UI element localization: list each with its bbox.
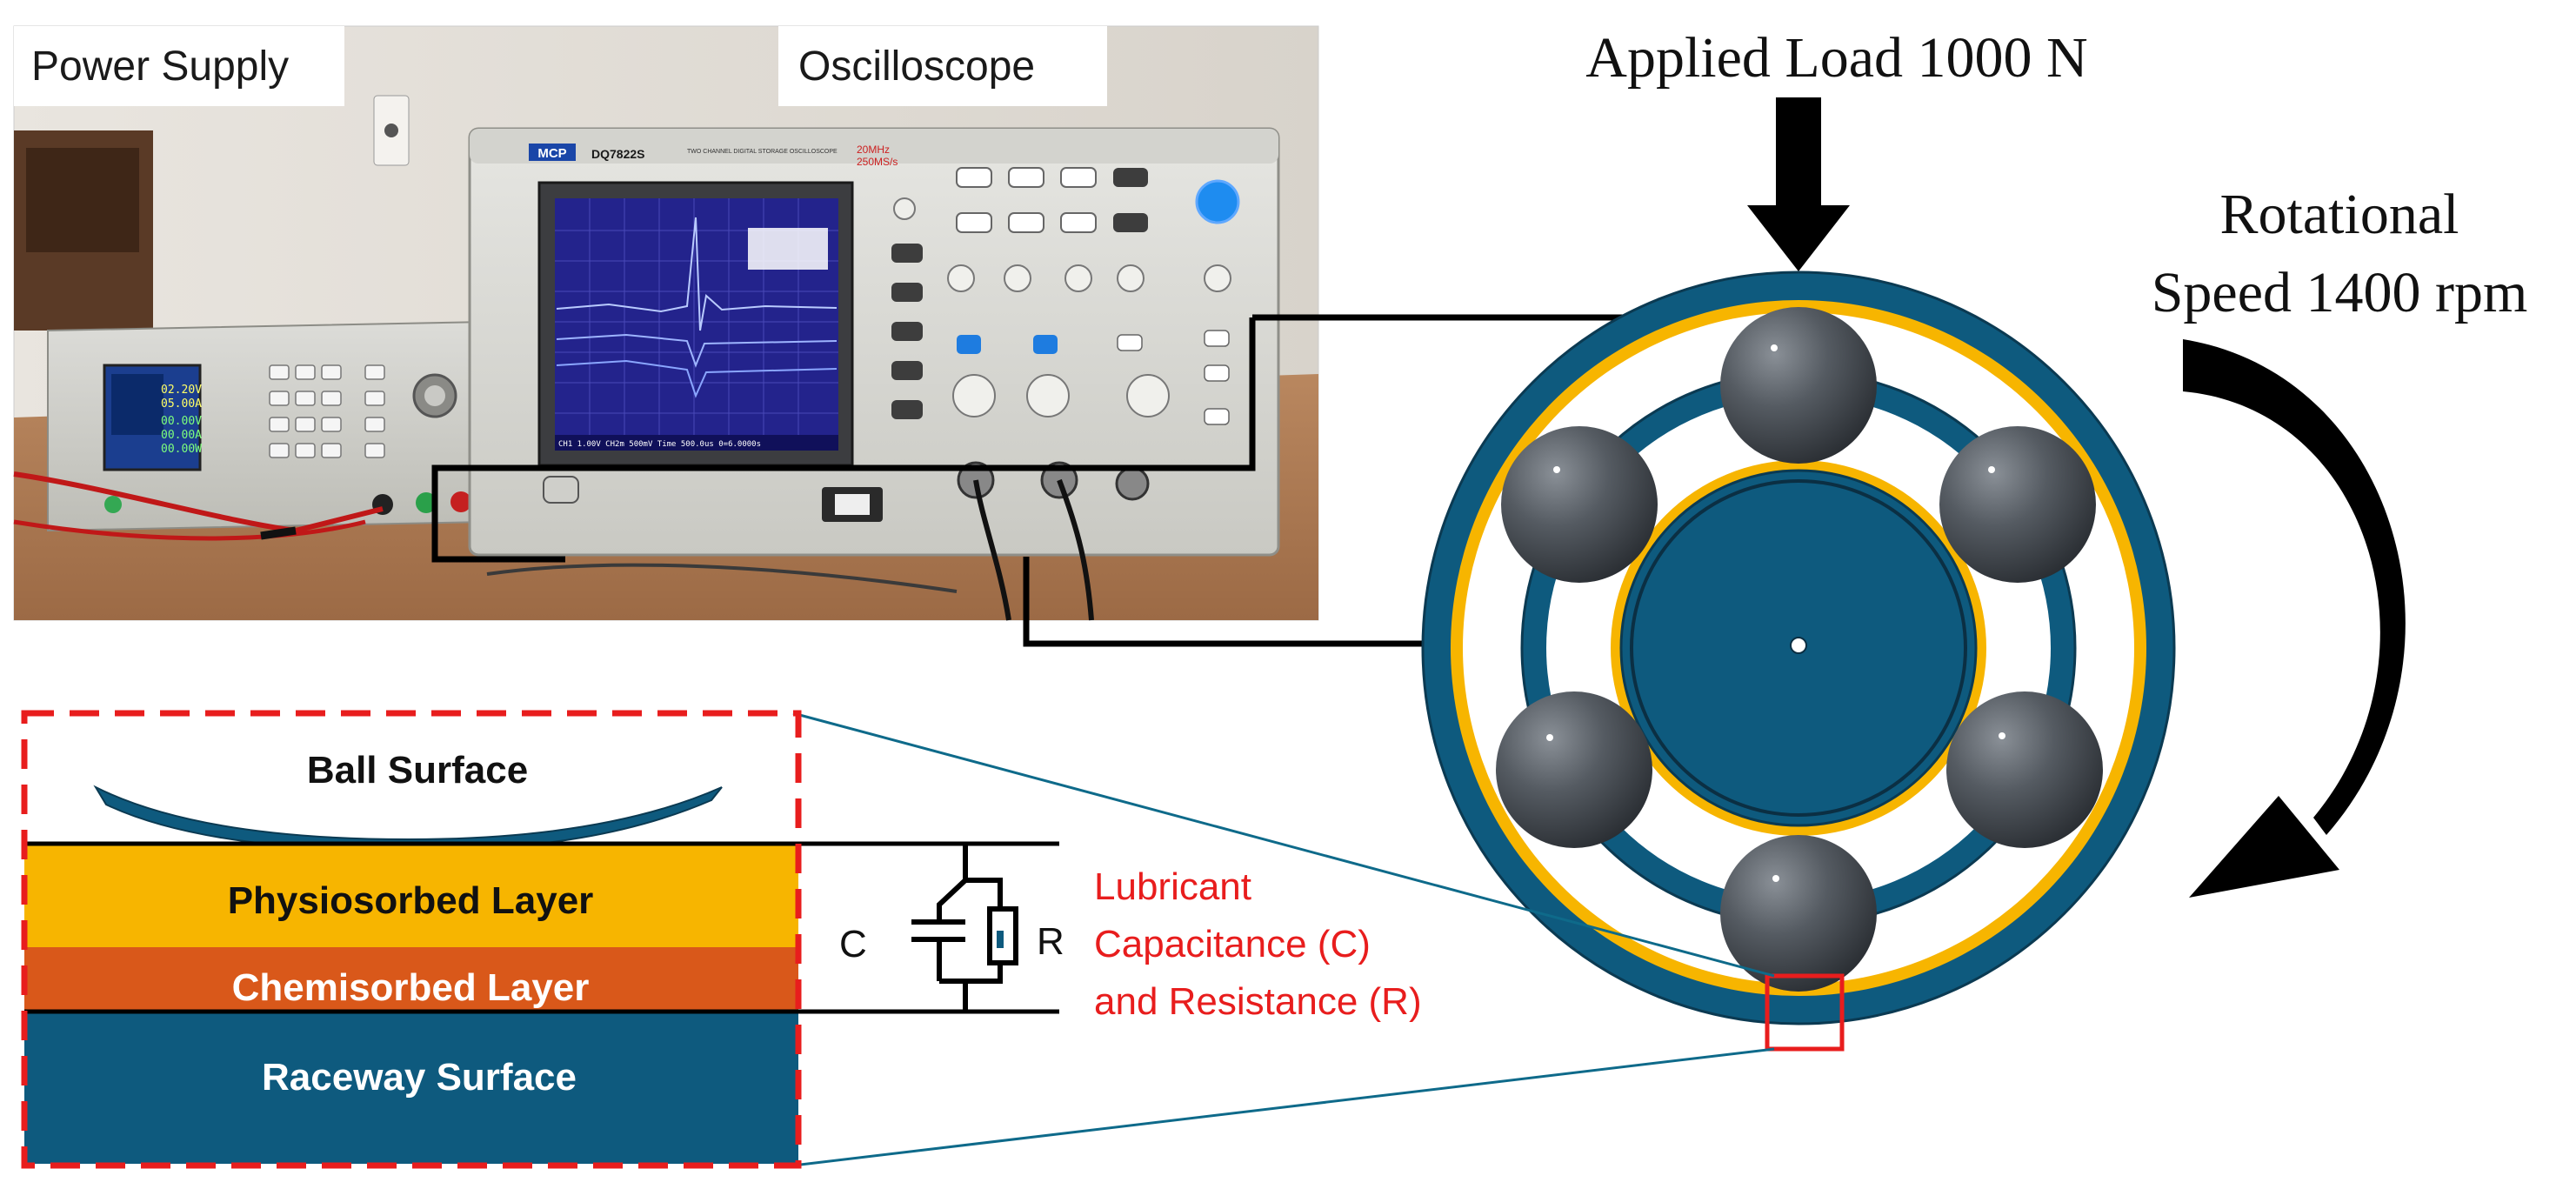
probe-cable-2 xyxy=(1057,478,1094,621)
rotational-label-line2: Speed 1400 rpm xyxy=(2152,261,2528,324)
scope-brand: MCP xyxy=(537,146,566,161)
oscilloscope-unit: MCP DQ7822S TWO CHANNEL DIGITAL STORAGE … xyxy=(468,127,1280,557)
rotation-arrow-head xyxy=(2189,796,2339,898)
lab-photo: 02.20V 05.00A 00.00V 00.00A 00.00W xyxy=(13,25,1319,621)
contact-highlight-box xyxy=(1765,973,1845,1052)
shaft-center xyxy=(1790,637,1807,654)
equivalent-circuit xyxy=(911,844,1018,1012)
scope-model: DQ7822S xyxy=(591,147,644,161)
ball-top xyxy=(1720,307,1877,464)
scope-knobs xyxy=(947,264,1231,417)
wire-inner-ring xyxy=(1023,557,1592,647)
scope-menu-buttons xyxy=(956,167,1097,233)
chemisorbed-layer xyxy=(24,947,798,1012)
psu-readout-4: 00.00W xyxy=(161,443,202,456)
inset-frame xyxy=(21,710,802,1169)
scope-brand-badge xyxy=(529,144,576,161)
ball-lower-left xyxy=(1496,691,1652,848)
psu-readout-3: 00.00A xyxy=(161,429,202,442)
load-arrow xyxy=(1747,97,1850,271)
power-supply-unit: 02.20V 05.00A 00.00V 00.00A 00.00W xyxy=(47,320,488,532)
psu-readout-2: 00.00V xyxy=(161,415,202,428)
ball-upper-left xyxy=(1501,426,1658,583)
scope-subtitle: TWO CHANNEL DIGITAL STORAGE OSCILLOSCOPE xyxy=(687,149,838,155)
raceway-layer xyxy=(24,1012,798,1164)
physiosorbed-label: Physiosorbed Layer xyxy=(228,879,594,922)
wire-to-oscilloscope xyxy=(431,317,1256,563)
red-cable xyxy=(13,471,384,534)
probe-cable-1 xyxy=(973,479,1011,621)
scope-readout: CH1 1.00V CH2m 500mV Time 500.0us 0=6.00… xyxy=(558,440,761,449)
scope-spec-1: 20MHz xyxy=(857,144,890,156)
psu-readout-0: 02.20V xyxy=(161,384,202,397)
power-supply-label: Power Supply xyxy=(31,43,289,90)
oscilloscope-label-bg xyxy=(778,26,1107,106)
physiosorbed-layer xyxy=(24,845,798,947)
ball-surface-shape xyxy=(93,785,723,852)
zoom-lines xyxy=(792,711,1775,1167)
ball-lower-right xyxy=(1946,691,2103,848)
ball-upper-right xyxy=(1939,426,2096,583)
psu-power-button xyxy=(104,496,122,513)
bearing xyxy=(1421,271,2176,1052)
psu-terminal-red xyxy=(450,491,471,512)
layer-inset: Ball Surface Physiosorbed Layer Chemisor… xyxy=(21,710,1422,1169)
rotational-label-line1: Rotational xyxy=(2220,183,2459,246)
ball-bottom xyxy=(1720,835,1877,992)
applied-load-label: Applied Load 1000 N xyxy=(1585,26,2087,90)
capacitor-label: C xyxy=(839,923,867,965)
raceway-label: Raceway Surface xyxy=(262,1056,577,1099)
scope-waveforms xyxy=(556,217,838,398)
psu-keypad xyxy=(269,364,385,458)
scope-spec-2: 250MS/s xyxy=(857,156,898,168)
resistor-label: R xyxy=(1037,920,1064,963)
power-supply-label-bg xyxy=(14,26,344,106)
lubricant-label-line3: and Resistance (R) xyxy=(1094,980,1422,1023)
lubricant-label-line2: Capacitance (C) xyxy=(1094,923,1371,965)
lubricant-label-line1: Lubricant xyxy=(1094,865,1251,908)
psu-terminal-green xyxy=(416,492,437,513)
chemisorbed-label: Chemisorbed Layer xyxy=(232,966,590,1009)
rotation-arrow-body xyxy=(2183,339,2406,835)
scope-run-button xyxy=(1195,179,1240,224)
rolling-balls xyxy=(1496,307,2103,992)
scope-measure-box xyxy=(748,228,828,270)
psu-readout-1: 05.00A xyxy=(161,397,202,411)
scope-softkeys xyxy=(891,244,923,419)
oscilloscope-label: Oscilloscope xyxy=(798,43,1035,90)
ball-surface-label: Ball Surface xyxy=(307,749,528,792)
